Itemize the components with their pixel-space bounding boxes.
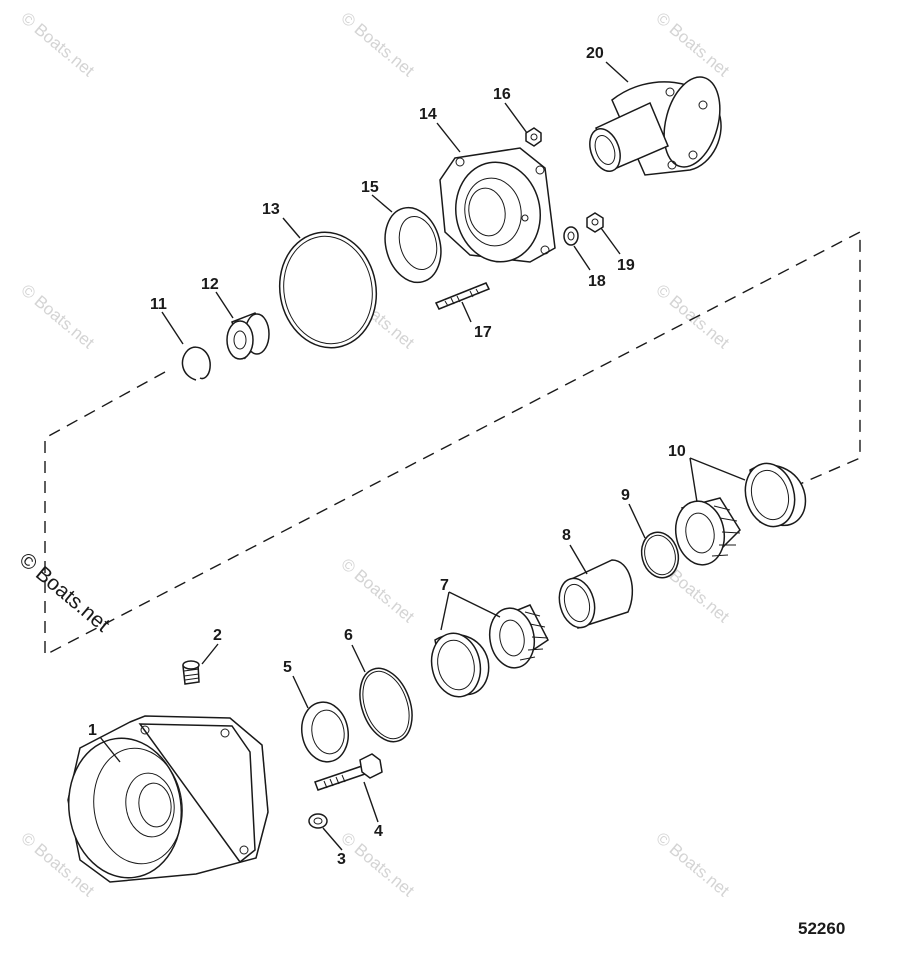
part-4-bolt: [314, 753, 383, 791]
part-labels: 1 2 3 4 5 6 7 8 9 10 11 12 13 15 14 16 1…: [88, 45, 686, 868]
leader-lines: [99, 61, 746, 851]
drawing-number: 52260: [798, 919, 845, 938]
watermark: © Boats.net: [652, 281, 733, 353]
alignment-dashed-line: [44, 230, 861, 657]
part-3-washer: [308, 813, 328, 829]
label-part-12: 12: [201, 276, 219, 293]
label-part-9: 9: [621, 487, 630, 504]
part-15-seal: [384, 206, 442, 284]
part-7-bearing-cone: [488, 604, 549, 669]
label-part-7: 7: [440, 577, 449, 594]
part-10-bearing-cup: [744, 462, 807, 528]
part-12-bushing: [226, 312, 270, 360]
label-part-11: 11: [150, 296, 167, 313]
label-part-1: 1: [88, 722, 97, 739]
label-part-20: 20: [586, 45, 604, 62]
watermark: © Boats.net: [337, 9, 418, 81]
part-13-o-ring: [278, 231, 378, 349]
watermark: © Boats.net: [652, 829, 733, 901]
part-11-snap-ring: [181, 346, 211, 381]
label-part-6: 6: [344, 627, 353, 644]
part-18-washer: [563, 226, 579, 246]
watermark: © Boats.net: [17, 9, 98, 81]
part-5-seal: [301, 701, 349, 763]
label-part-16: 16: [493, 86, 511, 103]
part-14-bearing-housing: [439, 147, 556, 263]
label-part-14-15: 15: [361, 179, 379, 196]
label-part-17: 17: [474, 324, 492, 341]
label-part-18: 18: [588, 273, 606, 290]
watermark: © Boats.net: [337, 555, 418, 627]
watermark: © Boats.net: [17, 281, 98, 353]
watermark: © Boats.net: [652, 9, 733, 81]
label-part-2: 2: [213, 627, 222, 644]
part-6-o-ring: [359, 667, 413, 743]
side-watermark: © Boats.net: [15, 548, 114, 636]
part-16-nut: [525, 127, 542, 147]
label-part-19: 19: [617, 257, 635, 274]
label-part-5: 5: [283, 659, 292, 676]
label-part-4: 4: [374, 823, 383, 840]
part-1-main-housing: [67, 715, 269, 883]
part-20-flange-shaft: [589, 76, 722, 176]
part-8-spacer-sleeve: [558, 559, 634, 629]
part-19-nut: [586, 212, 604, 233]
part-7-bearing-cup: [430, 632, 490, 698]
label-part-14: 14: [419, 106, 437, 123]
label-part-3: 3: [337, 851, 346, 868]
part-17-stud: [434, 282, 491, 310]
part-2-plug: [182, 660, 200, 685]
label-part-13: 13: [262, 201, 280, 218]
label-part-8: 8: [562, 527, 571, 544]
part-10-bearing-cone: [674, 497, 741, 566]
part-9-shim-ring: [640, 531, 680, 579]
label-part-10: 10: [668, 443, 686, 460]
